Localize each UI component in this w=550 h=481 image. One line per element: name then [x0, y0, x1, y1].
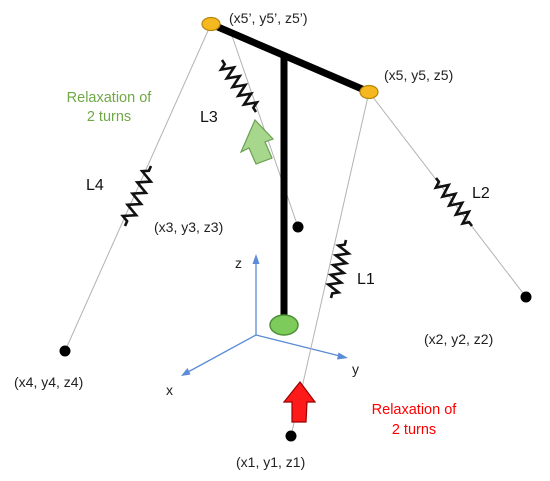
anchor-p1 — [285, 430, 297, 442]
nodes — [59, 16, 532, 442]
spring-l4 — [120, 165, 154, 227]
coordinate-axes — [181, 254, 348, 376]
label-p2: (x2, y2, z2) — [424, 331, 493, 347]
label-l2: L2 — [472, 185, 490, 202]
label-p4: (x4, y4, z4) — [14, 374, 83, 390]
spring-l2 — [433, 177, 474, 227]
spring-l3 — [218, 59, 260, 113]
cable-l1 — [290, 91, 370, 437]
x-axis — [187, 334, 257, 373]
green-annotation-line1: Relaxation of — [67, 90, 153, 106]
label-l4: L4 — [86, 177, 104, 194]
label-p3: (x3, y3, z3) — [154, 219, 223, 235]
label-p1: (x1, y1, z1) — [236, 454, 305, 470]
top-bar — [207, 20, 373, 96]
label-l1: L1 — [357, 271, 375, 288]
z-axis-arrowhead — [252, 254, 260, 264]
axis-label-z: z — [235, 255, 242, 271]
green-relaxation-arrow — [239, 118, 275, 165]
cable-l4 — [64, 23, 212, 352]
label-p5-prime: (x5’, y5’, z5’) — [229, 10, 308, 26]
label-p5: (x5, y5, z5) — [384, 67, 453, 83]
base-node — [269, 314, 299, 336]
axis-label-y: y — [352, 361, 359, 377]
pivot-p5-prime — [201, 16, 221, 32]
x-axis-arrowhead — [181, 368, 191, 376]
red-annotation-line2: 2 turns — [392, 422, 436, 438]
label-l3: L3 — [200, 109, 218, 126]
y-axis-arrowhead — [337, 352, 348, 360]
spring-l1 — [325, 239, 352, 299]
axis-label-x: x — [166, 382, 173, 398]
y-axis — [255, 334, 341, 357]
springs — [120, 59, 474, 299]
anchor-p4 — [59, 345, 71, 357]
red-relaxation-arrow — [282, 381, 317, 423]
pivot-p5 — [359, 84, 379, 100]
anchor-p3 — [292, 221, 304, 233]
rods — [207, 20, 373, 322]
anchor-p2 — [520, 291, 532, 303]
red-annotation-line1: Relaxation of — [372, 402, 458, 418]
green-annotation-line2: 2 turns — [87, 109, 131, 125]
